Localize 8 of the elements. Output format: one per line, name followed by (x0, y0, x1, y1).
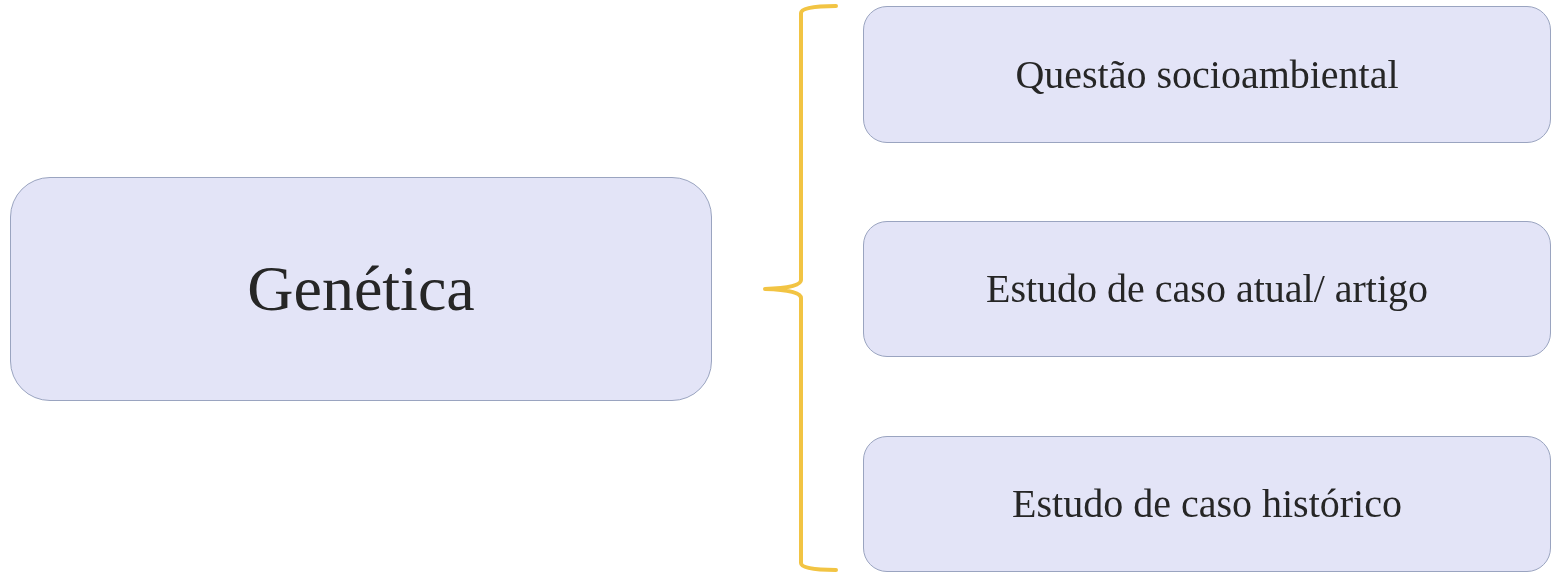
rounded-box (10, 177, 712, 401)
box-label: Estudo de caso histórico (1012, 480, 1402, 528)
rounded-box (863, 221, 1551, 357)
rounded-box (863, 436, 1551, 572)
box-label: Questão socioambiental (1015, 50, 1399, 99)
box-label: Genética (247, 252, 475, 326)
rounded-box (863, 6, 1551, 143)
box-label: Estudo de caso atual/ artigo (985, 265, 1429, 313)
